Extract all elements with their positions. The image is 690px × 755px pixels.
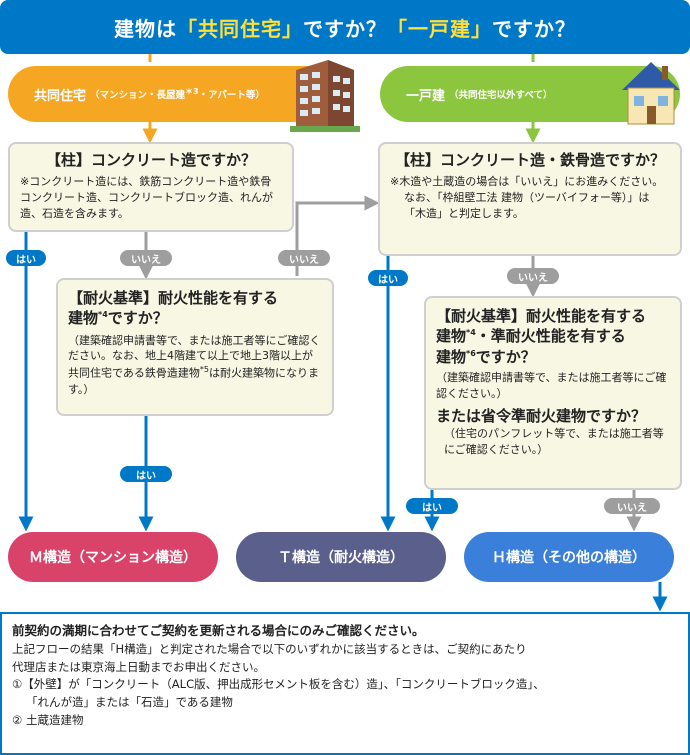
tag-yes-q4: はい	[406, 498, 458, 514]
tag-no-q1: いいえ	[120, 250, 172, 266]
renewal-note-title: 前契約の満期に合わせてご契約を更新される場合にのみご確認ください。	[12, 623, 425, 638]
renewal-note-line1: 上記フローの結果「H構造」と判定された場合で以下のいずれかに該当するときは、ご契…	[12, 641, 527, 656]
title-part3: ですか？	[492, 16, 576, 41]
category-house-label: 一戸建	[406, 88, 446, 104]
tag-no-q2: いいえ	[278, 250, 330, 266]
question-concrete-steel-note2: なお、「枠組壁工法 建物（ツーバイフォー等）」は「木造」と判定します。	[404, 191, 650, 221]
renewal-note-item2: ② 土蔵造建物	[12, 713, 84, 727]
question-concrete-steel: 【柱】コンクリート造・鉄骨造ですか？ ※木造や土蔵造の場合は「いいえ」にお進みく…	[378, 142, 682, 256]
tag-no-q3: いいえ	[507, 268, 559, 284]
question-fireproof-apartment-note: （建築確認申請書等で、または施工者等にご確認ください。なお、地上4階建て以上で地…	[68, 333, 321, 396]
question-concrete-steel-note1: ※木造や土蔵造の場合は「いいえ」にお進みください。	[390, 175, 664, 189]
tag-yes-q1: はい	[6, 250, 46, 266]
question-fireproof-house-title: 【耐火基準】耐火性能を有する 建物*4・準耐火性能を有する 建物*6ですか？	[436, 307, 647, 366]
result-m-structure: Ｍ構造（マンション構造）	[8, 532, 218, 582]
question-concrete-note: ※コンクリート造には、鉄筋コンクリート造や鉄骨コンクリート造、コンクリートブロッ…	[20, 175, 273, 221]
category-apartment-label: 共同住宅	[34, 88, 87, 104]
category-house-sub: （共同住宅以外すべて）	[449, 90, 553, 101]
result-h-structure: Ｈ構造（その他の構造）	[464, 532, 674, 582]
question-fireproof-house-note1: （建築確認申請書等で、または施工者等にご確認ください。）	[436, 370, 667, 400]
question-ministerial-note: （住宅のパンフレット等で、または施工者等にご確認ください。）	[444, 426, 664, 456]
category-apartment-sub: （マンション・長屋建＊3・アパート等）	[90, 87, 265, 102]
question-concrete-title: 【柱】コンクリート造ですか？	[45, 151, 256, 169]
house-icon	[622, 62, 680, 125]
renewal-note: 前契約の満期に合わせてご契約を更新される場合にのみご確認ください。 上記フローの…	[0, 612, 690, 755]
title-highlight-house: 「一戸建」	[387, 16, 492, 41]
renewal-note-item1a: ①【外壁】が「コンクリート（ALC版、押出成形セメント板を含む）造」、「コンクリ…	[12, 677, 545, 692]
renewal-note-item1b: 「れんが造」または「石造」である建物	[26, 695, 233, 710]
tag-yes-q2: はい	[120, 466, 172, 482]
category-apartment: 共同住宅 （マンション・長屋建＊3・アパート等）	[8, 66, 338, 122]
title-part1: 建物は	[114, 16, 177, 41]
title-highlight-apartment: 「共同住宅」	[177, 16, 303, 41]
renewal-note-line2: 代理店または東京海上日動までお申出ください。	[12, 659, 265, 674]
tag-no-q4: いいえ	[604, 498, 660, 514]
tag-yes-q3: はい	[368, 270, 408, 286]
result-t-structure: Ｔ構造（耐火構造）	[236, 532, 446, 582]
question-fireproof-apartment-title: 【耐火基準】耐火性能を有する 建物*4ですか？	[68, 289, 279, 328]
question-fireproof-house: 【耐火基準】耐火性能を有する 建物*4・準耐火性能を有する 建物*6ですか？ （…	[424, 296, 682, 490]
question-concrete-steel-title: 【柱】コンクリート造・鉄骨造ですか？	[394, 151, 665, 169]
apartment-building-icon	[290, 60, 360, 132]
title-part2: ですか？	[303, 16, 387, 41]
question-fireproof-apartment: 【耐火基準】耐火性能を有する 建物*4ですか？ （建築確認申請書等で、または施工…	[56, 278, 334, 416]
question-concrete: 【柱】コンクリート造ですか？ ※コンクリート造には、鉄筋コンクリート造や鉄骨コン…	[8, 142, 294, 232]
page-title: 建物は 「共同住宅」 ですか？ 「一戸建」 ですか？	[0, 0, 690, 54]
question-ministerial-title: または省令準耐火建物ですか？	[436, 406, 647, 425]
